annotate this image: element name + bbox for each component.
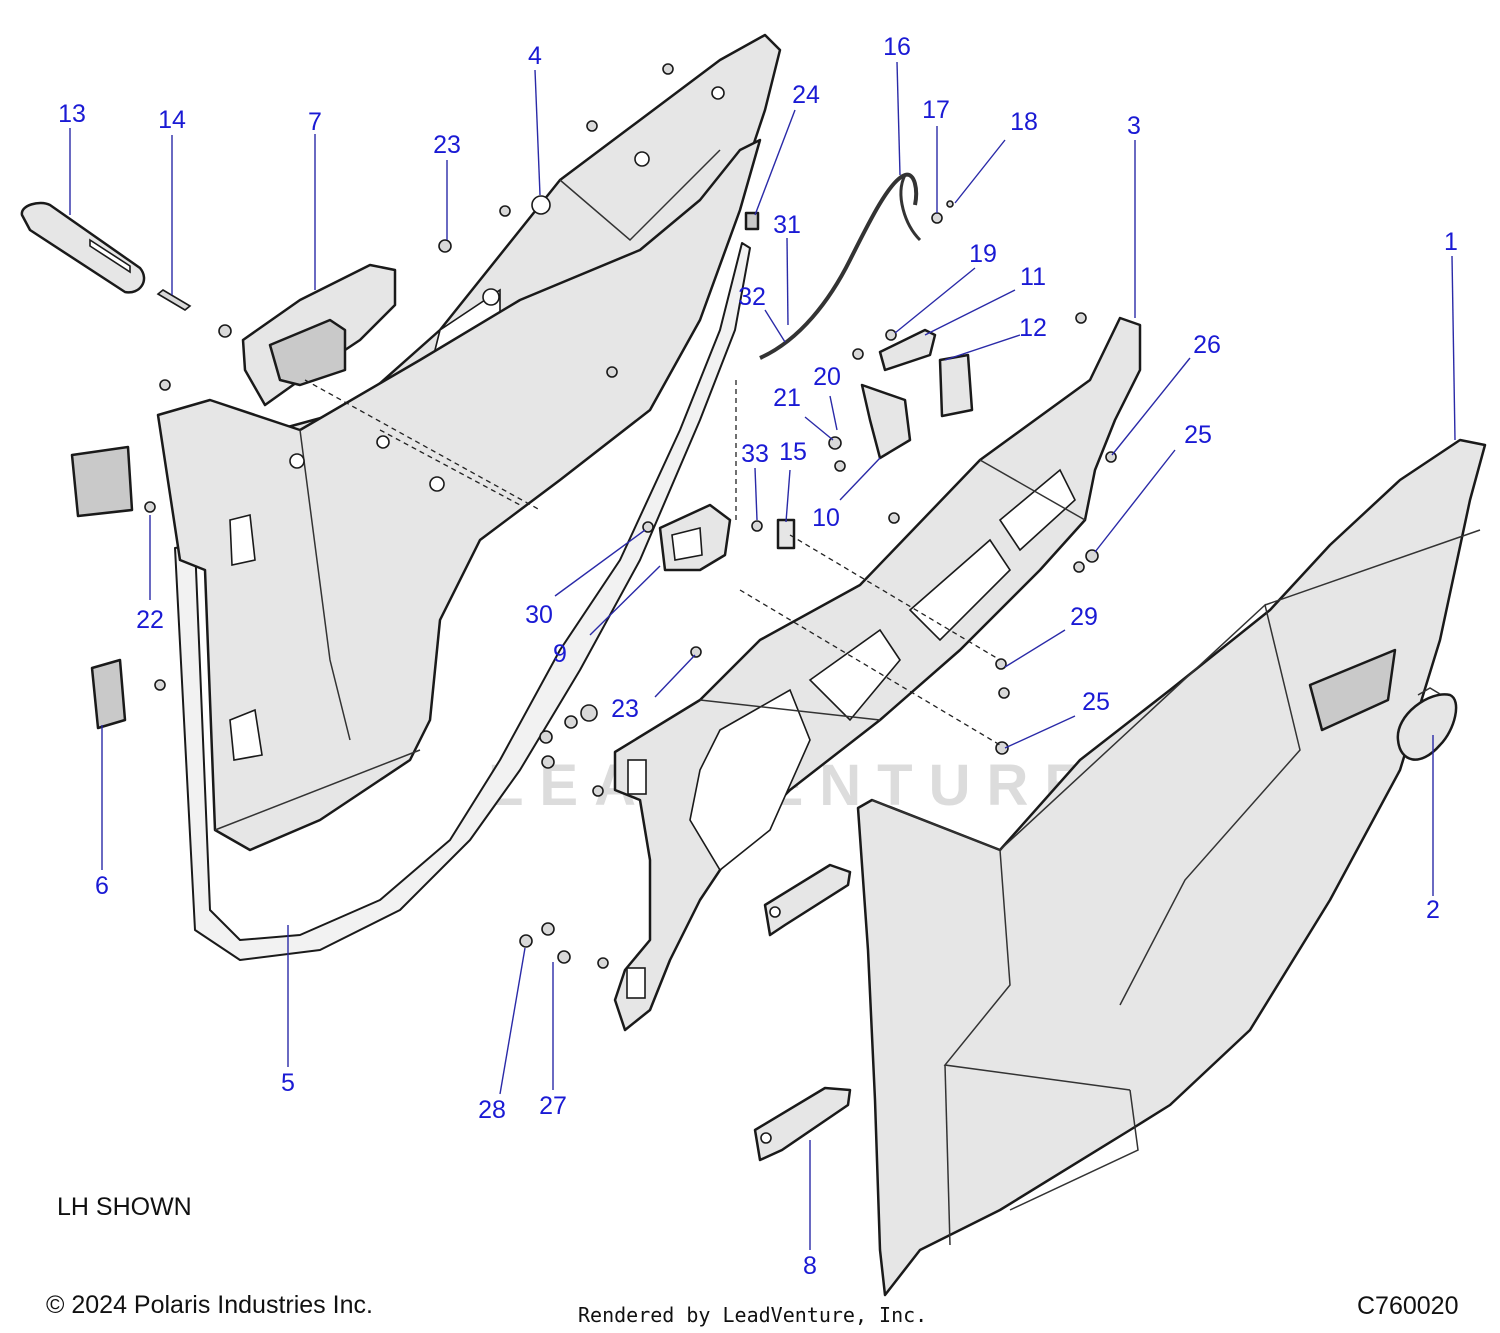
callout-2[interactable]: 2 [1426,896,1440,924]
callout-11[interactable]: 11 [1020,263,1046,291]
callout-12[interactable]: 12 [1019,314,1047,342]
callout-10[interactable]: 10 [812,504,840,532]
callout-13[interactable]: 13 [58,100,86,128]
diagram-code: C760020 [1357,1292,1459,1320]
callout-29[interactable]: 29 [1070,603,1098,631]
callout-24[interactable]: 24 [792,81,820,109]
callout-18[interactable]: 18 [1010,108,1038,136]
callout-22[interactable]: 22 [136,606,164,634]
trim-clip[interactable] [744,211,760,231]
callout-21[interactable]: 21 [773,384,801,412]
door-hinge-upper[interactable] [763,863,852,937]
callout-25-upper[interactable]: 25 [1184,421,1212,449]
callout-33[interactable]: 33 [741,440,769,468]
callout-23-lower[interactable]: 23 [611,695,639,723]
callout-7[interactable]: 7 [308,108,322,136]
latch-plate[interactable] [878,328,937,372]
pull-handle[interactable] [20,201,146,294]
callout-31[interactable]: 31 [773,211,801,239]
door-inner-liner[interactable] [156,138,762,852]
lock-module[interactable] [938,353,974,418]
callout-32[interactable]: 32 [738,283,766,311]
callout-15[interactable]: 15 [779,438,807,466]
callout-4[interactable]: 4 [528,42,542,70]
callout-8[interactable]: 8 [803,1252,817,1280]
callout-23-upper[interactable]: 23 [433,131,461,159]
callout-17[interactable]: 17 [922,96,950,124]
door-seal[interactable] [174,242,751,961]
retainer-clip[interactable] [776,518,796,550]
latch-cable[interactable] [759,172,922,360]
view-note: LH SHOWN [57,1193,192,1221]
access-cap-upper[interactable] [70,445,134,518]
armrest-pocket[interactable] [241,263,397,407]
callout-28[interactable]: 28 [478,1096,506,1124]
handle-bolt[interactable] [156,289,192,311]
callout-6[interactable]: 6 [95,872,109,900]
callout-16[interactable]: 16 [883,33,911,61]
callout-25-lower[interactable]: 25 [1082,688,1110,716]
callout-27[interactable]: 27 [539,1092,567,1120]
callout-1[interactable]: 1 [1444,228,1458,256]
callout-14[interactable]: 14 [158,106,186,134]
callout-5[interactable]: 5 [281,1069,295,1097]
rendered-by-credit: Rendered by LeadVenture, Inc. [578,1303,928,1327]
copyright-notice: © 2024 Polaris Industries Inc. [46,1291,373,1319]
callout-9[interactable]: 9 [553,640,567,668]
callout-30[interactable]: 30 [525,601,553,629]
access-cap-lower[interactable] [90,658,127,730]
door-latch[interactable] [658,503,732,572]
inner-door-frame[interactable] [613,316,1142,1032]
callout-20[interactable]: 20 [813,363,841,391]
assembly-lines [304,379,1001,746]
callout-26[interactable]: 26 [1193,331,1221,359]
exterior-door-handle[interactable] [1396,687,1458,761]
latch-bracket[interactable] [860,383,912,460]
callout-3[interactable]: 3 [1127,112,1141,140]
callout-labels: 1 2 3 4 5 6 7 8 9 10 11 12 13 14 15 16 1… [58,33,1458,1280]
door-hinge-lower[interactable] [753,1086,852,1162]
leader-lines [69,61,1456,1250]
callout-19[interactable]: 19 [969,240,997,268]
fastener-group [144,63,1117,969]
